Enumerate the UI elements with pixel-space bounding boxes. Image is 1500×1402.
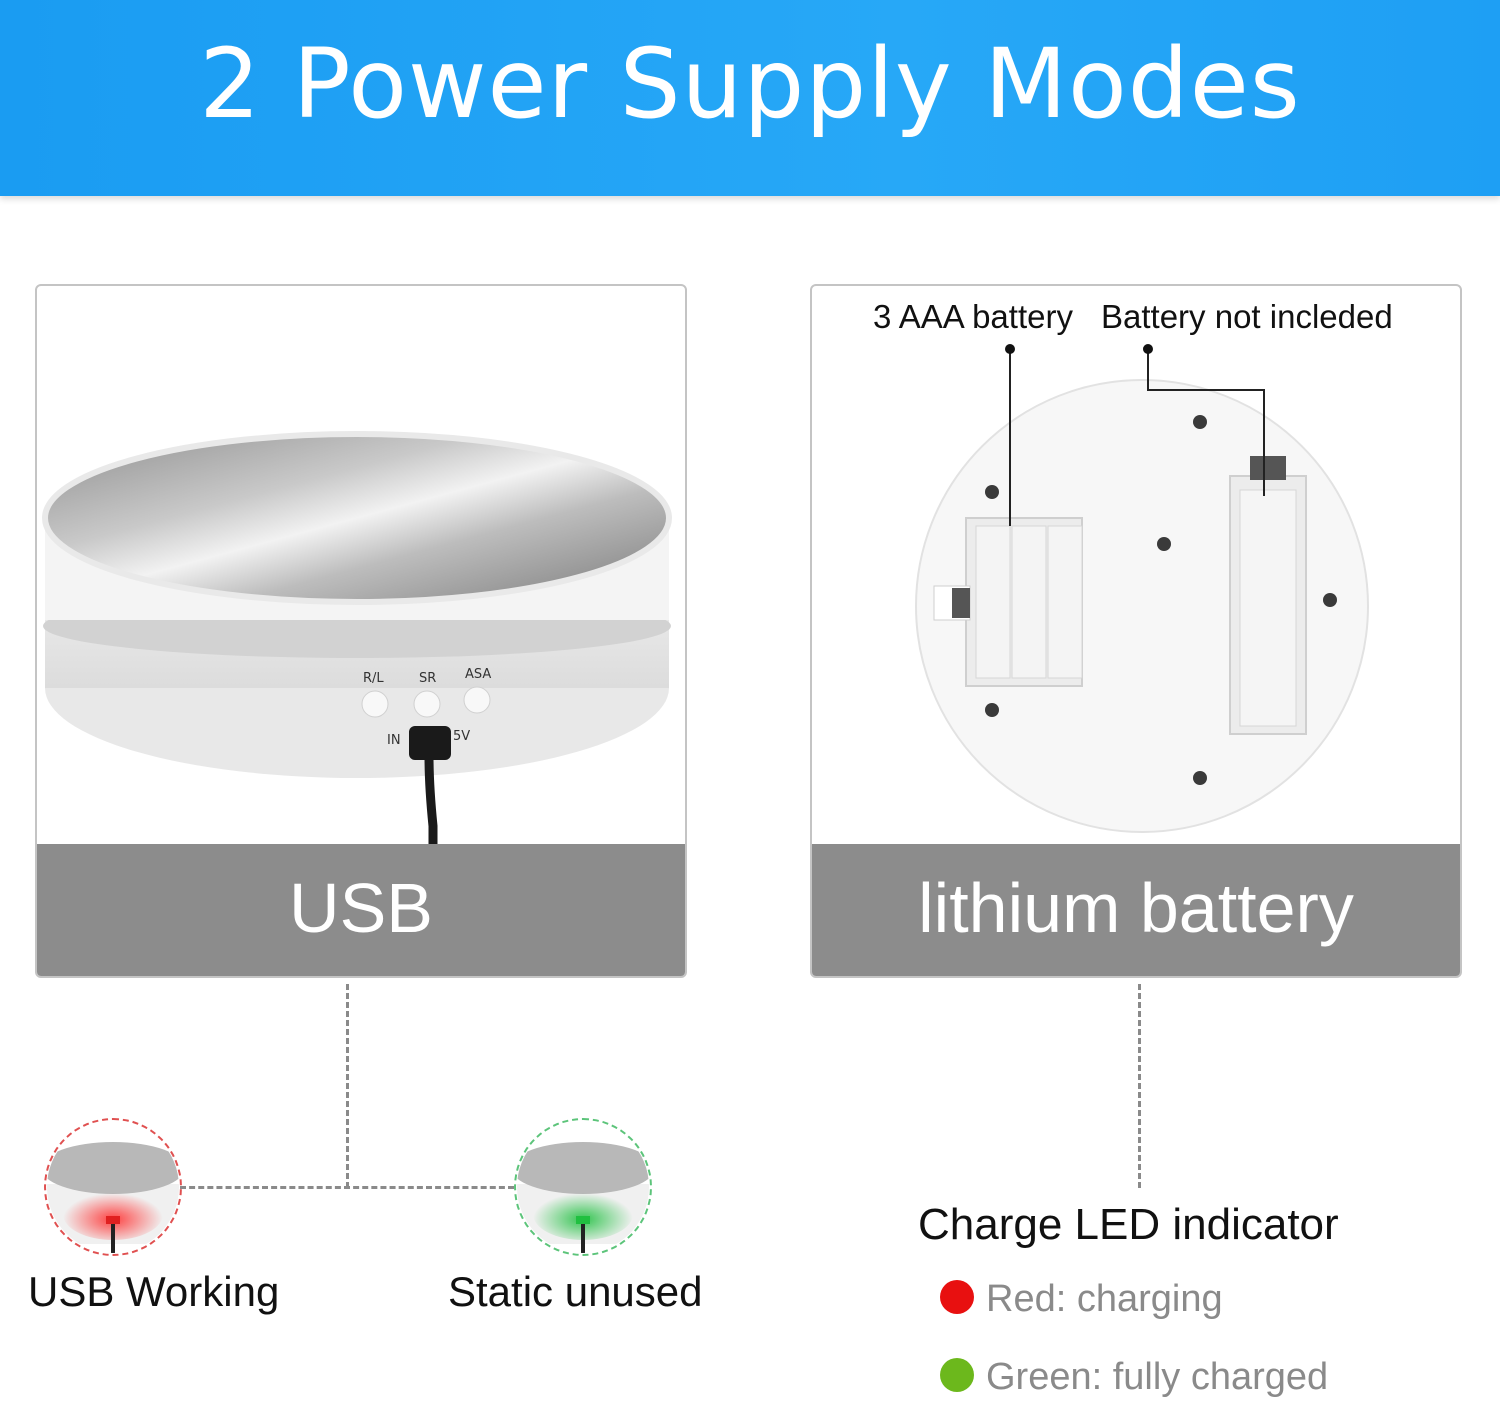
charge-led-title: Charge LED indicator bbox=[918, 1200, 1339, 1249]
usb-working-caption: USB Working bbox=[28, 1268, 280, 1315]
usb-working-thumbnail bbox=[44, 1118, 182, 1256]
usb-panel: R/L SR ASA IN 5V USB bbox=[35, 284, 687, 978]
green-dot-icon bbox=[940, 1357, 974, 1392]
header-banner: 2 Power Supply Modes bbox=[0, 0, 1500, 196]
5v-label: 5V bbox=[453, 729, 470, 744]
aaa-battery-callout: 3 AAA battery bbox=[873, 298, 1073, 335]
led-green-text: Green: fully charged bbox=[986, 1356, 1329, 1398]
red-dot-icon bbox=[940, 1279, 974, 1314]
led-red-row: Red: charging bbox=[940, 1278, 1223, 1321]
sr-label: SR bbox=[419, 671, 436, 686]
page-title: 2 Power Supply Modes bbox=[199, 28, 1301, 140]
battery-not-included-callout: Battery not incleded bbox=[1101, 298, 1393, 335]
battery-compartment-illustration bbox=[915, 344, 1369, 833]
usb-label: USB bbox=[37, 844, 685, 976]
rl-label: R/L bbox=[363, 671, 384, 686]
static-unused-caption: Static unused bbox=[448, 1268, 703, 1315]
turntable-usb-illustration: R/L SR ASA IN 5V bbox=[42, 431, 672, 866]
battery-panel: lithium battery bbox=[810, 284, 1462, 978]
battery-connector-line bbox=[1138, 984, 1141, 1188]
usb-branch-line bbox=[180, 1186, 514, 1189]
lithium-battery-label: lithium battery bbox=[812, 844, 1460, 976]
static-unused-thumbnail bbox=[514, 1118, 652, 1256]
led-red-text: Red: charging bbox=[986, 1278, 1223, 1320]
led-green-row: Green: fully charged bbox=[940, 1356, 1328, 1399]
in-label: IN bbox=[387, 733, 401, 748]
asa-label: ASA bbox=[465, 667, 491, 682]
usb-connector-line bbox=[346, 984, 349, 1188]
